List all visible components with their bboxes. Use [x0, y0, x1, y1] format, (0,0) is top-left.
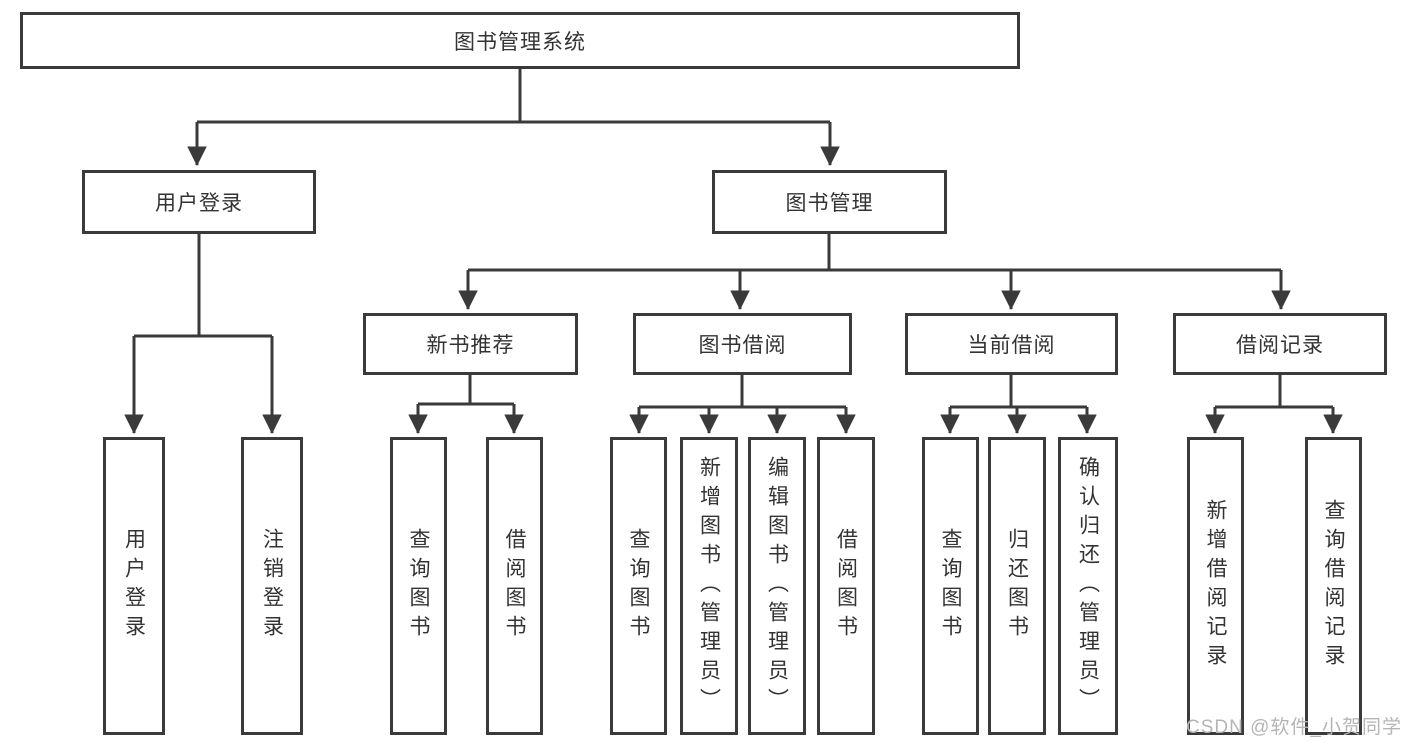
- node-label: 借阅图书: [503, 528, 526, 644]
- leaf-current-query-books: 查询图书: [922, 437, 979, 735]
- node-label: 借阅记录: [1236, 334, 1324, 357]
- node-label: 借阅图书: [834, 528, 858, 644]
- node-label: 新增图书（管理员）: [697, 455, 721, 717]
- node-label: 编辑图书（管理员）: [765, 455, 789, 717]
- node-current-borrowing: 当前借阅: [905, 313, 1118, 375]
- node-label: 图书管理系统: [454, 30, 586, 54]
- node-borrowing-records: 借阅记录: [1173, 313, 1387, 375]
- node-label: 确认归还（管理员）: [1076, 455, 1100, 717]
- node-label: 用户登录: [122, 528, 146, 644]
- node-book-management: 图书管理: [712, 170, 947, 234]
- node-label: 图书管理: [785, 192, 874, 215]
- node-label: 归还图书: [1005, 528, 1029, 644]
- leaf-borrow-query-books: 查询图书: [610, 437, 667, 735]
- leaf-borrow-borrow-books: 借阅图书: [817, 437, 875, 735]
- node-label: 查询图书: [627, 528, 650, 644]
- leaf-user-login: 用户登录: [103, 437, 165, 735]
- leaf-current-return-books: 归还图书: [988, 437, 1046, 735]
- node-label: 查询图书: [407, 528, 430, 644]
- node-label: 新书推荐: [426, 334, 515, 357]
- node-label: 图书借阅: [698, 334, 787, 357]
- leaf-rec-query-books: 查询图书: [390, 437, 447, 735]
- leaf-current-confirm-return-admin: 确认归还（管理员）: [1058, 437, 1118, 735]
- leaf-borrow-add-books-admin: 新增图书（管理员）: [680, 437, 738, 735]
- node-label: 用户登录: [155, 192, 243, 215]
- leaf-records-query-record: 查询借阅记录: [1305, 437, 1362, 735]
- node-label: 查询图书: [939, 528, 962, 644]
- leaf-logout-login: 注销登录: [241, 437, 303, 735]
- leaf-borrow-edit-books-admin: 编辑图书（管理员）: [748, 437, 806, 735]
- csdn-watermark: CSDN @软件_小贺同学: [1186, 717, 1402, 738]
- node-label: 新增借阅记录: [1204, 499, 1227, 673]
- node-label: 当前借阅: [967, 334, 1056, 357]
- node-user-login: 用户登录: [82, 170, 316, 234]
- node-new-book-recommendation: 新书推荐: [363, 313, 578, 375]
- node-label: 查询借阅记录: [1322, 499, 1345, 673]
- leaf-rec-borrow-books: 借阅图书: [486, 437, 543, 735]
- node-book-borrowing: 图书借阅: [633, 313, 852, 375]
- node-label: 注销登录: [260, 528, 284, 644]
- node-library-management-system: 图书管理系统: [20, 12, 1020, 69]
- leaf-records-add-record: 新增借阅记录: [1187, 437, 1244, 735]
